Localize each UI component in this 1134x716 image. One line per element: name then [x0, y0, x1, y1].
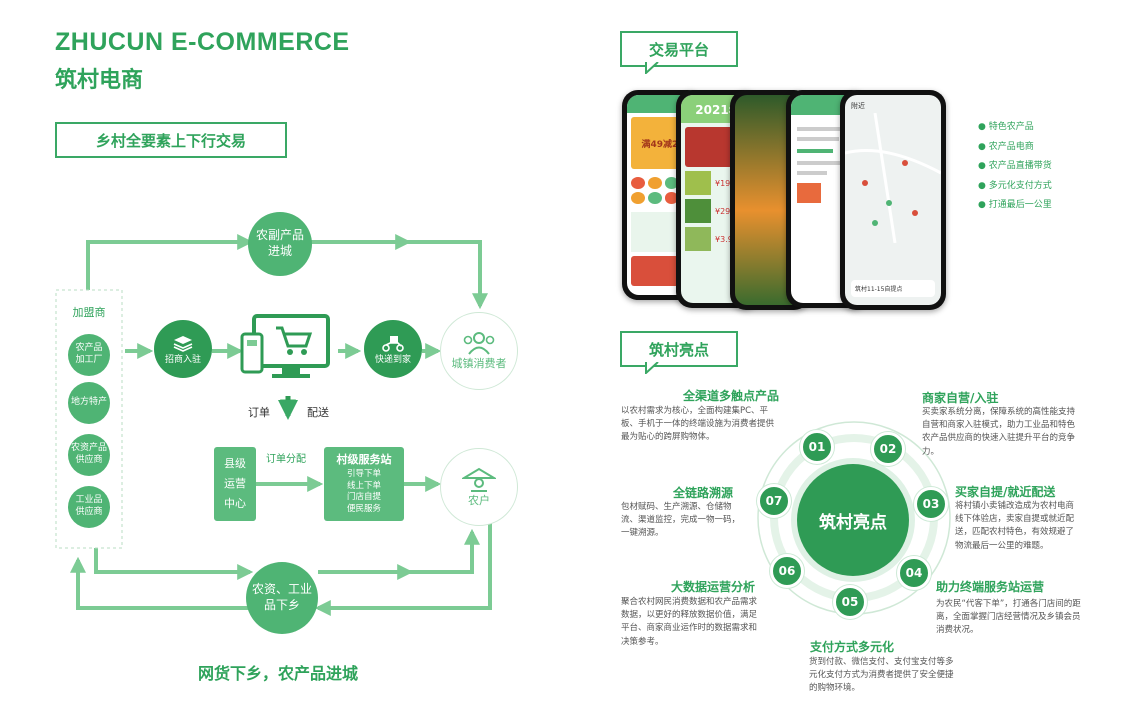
delivery-circle: 快递到家	[364, 320, 422, 378]
county-center-box: 县级 运营 中心	[214, 447, 256, 521]
station-item: 门店自提	[346, 492, 381, 503]
slogan: 网货下乡，农产品进城	[198, 664, 359, 683]
urban-consumer-circle: 城镇消费者	[440, 312, 518, 390]
scooter-icon	[382, 335, 404, 352]
num-badge-03: 03	[914, 487, 948, 521]
station-title: 村级服务站	[336, 452, 392, 466]
p5-header: 附近	[851, 102, 865, 110]
highlight-desc-03: 将村镇小卖铺改造成为农村电商线下体验店，卖家自提或就近配送，匹配农村特色，有效规…	[955, 501, 1075, 551]
highlight-desc-05: 货到付款、微信支付、支付宝支付等多元化支付方式为消费者提供了安全便捷的购物环境。	[809, 657, 954, 694]
bullet-item: ● 多元化支付方式	[978, 180, 1052, 191]
allocation-label: 订单分配	[266, 454, 306, 465]
num-badge-01: 01	[800, 430, 834, 464]
label-tail	[645, 362, 659, 374]
brand-title-en: ZHUCUN E-COMMERCE	[55, 28, 350, 56]
label-tail	[645, 62, 659, 74]
num-badge-07: 07	[757, 484, 791, 518]
p5-shop: 筑村11-15自提点	[851, 280, 935, 297]
farmer-hat-icon	[462, 467, 496, 492]
station-item: 便民服务	[346, 503, 381, 514]
station-item: 引导下单	[346, 469, 381, 480]
highlight-desc-02: 买卖家系统分离，保障系统的高性能支持自营和商家入驻模式，助力工业品和特色农产品供…	[922, 407, 1076, 457]
franchise-title: 加盟商	[72, 306, 106, 319]
highlight-title-02: 商家自营/入驻	[922, 391, 999, 405]
bullet-item: ● 特色农产品	[978, 122, 1034, 132]
highlight-title-07: 全链路溯源	[673, 486, 734, 500]
highlight-title-01: 全渠道多触点产品	[683, 389, 780, 403]
highlight-title-04: 助力终端服务站运营	[936, 580, 1045, 594]
urban-consumer-label: 城镇消费者	[451, 357, 507, 370]
section-title-trade: 乡村全要素上下行交易	[55, 122, 287, 158]
merchant-join-label: 招商入驻	[164, 354, 201, 365]
orders-label: 订单	[248, 406, 270, 419]
num-badge-05: 05	[833, 585, 867, 619]
phone-mockup-5: 附近 筑村11-15自提点	[840, 90, 946, 310]
merchant-join-circle: 招商入驻	[154, 320, 212, 378]
highlight-desc-06: 聚合农村网民消费数据和农产品需求数据，以更好的释放数据价值，满足平台、商家商业运…	[621, 597, 758, 647]
agri-to-city-circle: 农副产品 进城	[248, 212, 312, 276]
highlight-desc-01: 以农村需求为核心，全面构建集PC、平板、手机于一体的终端设施为消费者提供最为贴心…	[621, 406, 775, 443]
highlight-title-06: 大数据运营分析	[671, 580, 756, 594]
bullet-item: ● 农产品电商	[978, 141, 1034, 152]
station-item: 线上下单	[346, 480, 381, 491]
franchise-item-industrial-supplier: 工业品 供应商	[68, 486, 110, 528]
computer-cart-icon	[240, 314, 330, 378]
goods-to-village-circle: 农资、工业 品下乡	[246, 562, 318, 634]
trade-platform-title: 交易平台	[620, 31, 738, 67]
dispatch-label: 配送	[307, 406, 329, 419]
p2-price: ¥3.9	[715, 234, 733, 244]
bullet-item: ● 打通最后一公里	[978, 200, 1052, 210]
center-highlight-circle: 筑村亮点	[797, 464, 909, 576]
franchise-item-agri-supplier: 农资产品 供应商	[68, 434, 110, 476]
num-badge-06: 06	[770, 554, 804, 588]
num-badge-02: 02	[871, 432, 905, 466]
highlights-title: 筑村亮点	[620, 331, 738, 367]
num-badge-04: 04	[897, 556, 931, 590]
highlight-title-03: 买家自提/就近配送	[955, 485, 1056, 499]
people-icon	[463, 332, 495, 355]
feature-bullets: ● 特色农产品 ● 农产品电商 ● 农产品直播带货 ● 多元化支付方式 ● 打通…	[978, 118, 1052, 216]
p2-price: ¥29.9	[715, 206, 738, 216]
farmer-label: 农户	[468, 494, 490, 507]
franchise-item-processing: 农产品 加工厂	[68, 334, 110, 376]
farmer-circle: 农户	[440, 448, 518, 526]
p2-price: ¥19.9	[715, 178, 738, 188]
flow-arrows	[55, 234, 492, 616]
brand-title-cn: 筑村电商	[55, 68, 144, 93]
highlight-desc-07: 包材赋码、生产溯源、仓储物流、渠道监控，完成一物一码，一键溯源。	[621, 502, 741, 539]
bullet-item: ● 农产品直播带货	[978, 161, 1052, 171]
delivery-label: 快递到家	[374, 354, 411, 365]
franchise-item-specialty: 地方特产	[68, 382, 110, 424]
village-station-box: 村级服务站 引导下单 线上下单 门店自提 便民服务	[324, 447, 404, 521]
stack-icon	[173, 335, 193, 352]
highlight-desc-04: 为农民“代客下单”，打通各门店间的距离，全面掌握门店经营情况及乡镇会员消费状况。	[936, 599, 1081, 636]
highlight-title-05: 支付方式多元化	[810, 640, 895, 654]
